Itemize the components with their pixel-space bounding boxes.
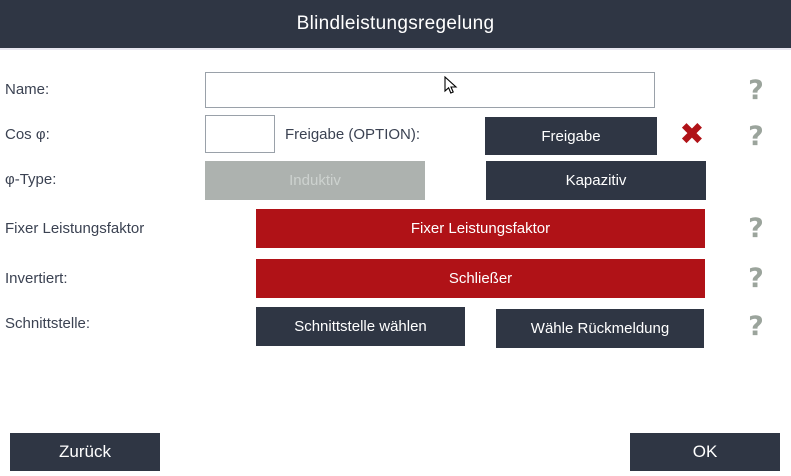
help-icon-interface[interactable]: ? bbox=[748, 311, 764, 342]
name-input[interactable] bbox=[205, 72, 655, 108]
induktiv-button[interactable]: Induktiv bbox=[205, 161, 425, 200]
cancel-x-icon: ✖ bbox=[679, 118, 705, 151]
header-divider bbox=[0, 48, 791, 50]
help-icon-cos-phi[interactable]: ? bbox=[748, 121, 764, 152]
help-icon-name[interactable]: ? bbox=[748, 75, 764, 106]
kapazitiv-button[interactable]: Kapazitiv bbox=[486, 161, 706, 200]
fixed-power-factor-button[interactable]: Fixer Leistungsfaktor bbox=[256, 209, 705, 248]
cos-phi-label: Cos φ: bbox=[5, 126, 50, 143]
ok-button[interactable]: OK bbox=[630, 433, 780, 471]
page-title: Blindleistungsregelung bbox=[296, 13, 495, 34]
freigabe-option-label: Freigabe (OPTION): bbox=[285, 126, 421, 143]
back-button[interactable]: Zurück bbox=[10, 433, 160, 471]
select-interface-button[interactable]: Schnittstelle wählen bbox=[256, 307, 465, 346]
schliesser-button[interactable]: Schließer bbox=[256, 259, 705, 298]
name-label: Name: bbox=[5, 81, 50, 98]
inverted-label: Invertiert: bbox=[5, 270, 68, 287]
phi-type-label: φ-Type: bbox=[5, 171, 57, 188]
freigabe-button[interactable]: Freigabe bbox=[485, 117, 657, 155]
fixed-power-factor-label: Fixer Leistungsfaktor bbox=[5, 220, 145, 237]
select-feedback-button[interactable]: Wähle Rückmeldung bbox=[496, 309, 704, 348]
header-bar: Blindleistungsregelung bbox=[0, 0, 791, 48]
help-icon-inverted[interactable]: ? bbox=[748, 263, 764, 294]
help-icon-fixed-power-factor[interactable]: ? bbox=[748, 213, 764, 244]
interface-label: Schnittstelle: bbox=[5, 315, 91, 332]
cos-phi-input[interactable] bbox=[205, 115, 275, 153]
